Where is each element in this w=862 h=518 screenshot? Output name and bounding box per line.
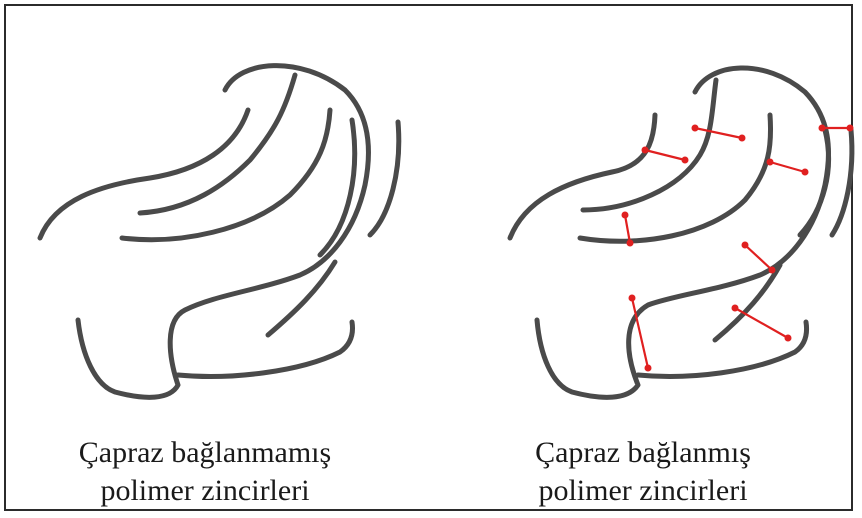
crosslink-node bbox=[819, 125, 826, 132]
polymer-chain bbox=[122, 110, 330, 240]
polymer-chain bbox=[40, 110, 248, 238]
crosslink-node bbox=[785, 335, 792, 342]
crosslink-node bbox=[847, 125, 854, 132]
crosslink-node bbox=[627, 240, 634, 247]
polymer-chain bbox=[832, 130, 852, 235]
polymer-chain bbox=[638, 322, 807, 376]
crosslink bbox=[625, 215, 630, 243]
crosslink-node bbox=[629, 295, 636, 302]
crosslink bbox=[645, 150, 685, 160]
crosslink-node bbox=[682, 157, 689, 164]
crosslink bbox=[695, 128, 742, 138]
caption-uncrosslinked: Çapraz bağlanmamış polimer zincirleri bbox=[20, 434, 390, 510]
crosslinked-chains bbox=[510, 68, 854, 397]
polymer-chain bbox=[370, 122, 399, 235]
caption-line: polimer zincirleri bbox=[20, 472, 390, 510]
caption-line: polimer zincirleri bbox=[458, 472, 828, 510]
crosslink-node bbox=[742, 242, 749, 249]
caption-line: Çapraz bağlanmış bbox=[458, 434, 828, 472]
crosslink-node bbox=[645, 365, 652, 372]
caption-line: Çapraz bağlanmamış bbox=[20, 434, 390, 472]
crosslink-node bbox=[767, 159, 774, 166]
crosslink bbox=[735, 308, 788, 338]
polymer-chain bbox=[140, 75, 295, 213]
crosslink-node bbox=[642, 147, 649, 154]
crosslink-node bbox=[692, 125, 699, 132]
crosslink-node bbox=[622, 212, 629, 219]
crosslink bbox=[770, 162, 805, 172]
polymer-chain bbox=[178, 322, 353, 376]
crosslink-node bbox=[802, 169, 809, 176]
crosslink bbox=[745, 245, 772, 270]
crosslink-node bbox=[769, 267, 776, 274]
polymer-chain bbox=[510, 115, 655, 238]
crosslink-node bbox=[739, 135, 746, 142]
uncrosslinked-chains bbox=[40, 66, 399, 398]
caption-crosslinked: Çapraz bağlanmış polimer zincirleri bbox=[458, 434, 828, 510]
crosslink-node bbox=[732, 305, 739, 312]
polymer-chain bbox=[800, 130, 829, 235]
